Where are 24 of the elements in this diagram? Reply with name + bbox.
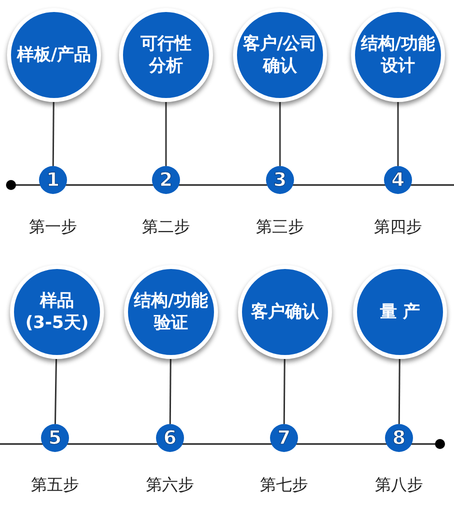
- step-title: 样板/产品: [16, 44, 92, 66]
- step-title: 样品(3-5天): [24, 290, 90, 334]
- step-title: 结构/功能设计: [360, 32, 436, 78]
- step-label: 第二步: [142, 216, 190, 238]
- connector-line: [283, 359, 286, 424]
- connector-line: [54, 358, 57, 424]
- connector-line: [165, 102, 167, 166]
- step-label: 第七步: [260, 474, 308, 496]
- step-label: 第三步: [256, 216, 304, 238]
- connector-line: [169, 359, 172, 424]
- connector-line: [52, 102, 54, 166]
- step-label: 第一步: [29, 216, 77, 238]
- step-label: 第六步: [146, 474, 194, 496]
- step-title: 客户确认: [251, 300, 319, 324]
- step-label: 第四步: [374, 216, 422, 238]
- step-title: 结构/功能验证: [132, 290, 210, 334]
- step-title: 量 产: [380, 300, 420, 324]
- step-title: 客户/公司确认: [242, 32, 318, 78]
- step-label: 第八步: [375, 474, 423, 496]
- connector-line: [397, 102, 399, 166]
- step-title: 可行性分析: [140, 32, 192, 78]
- connector-line: [279, 102, 281, 166]
- step-label: 第五步: [31, 474, 79, 496]
- connector-line: [398, 359, 400, 424]
